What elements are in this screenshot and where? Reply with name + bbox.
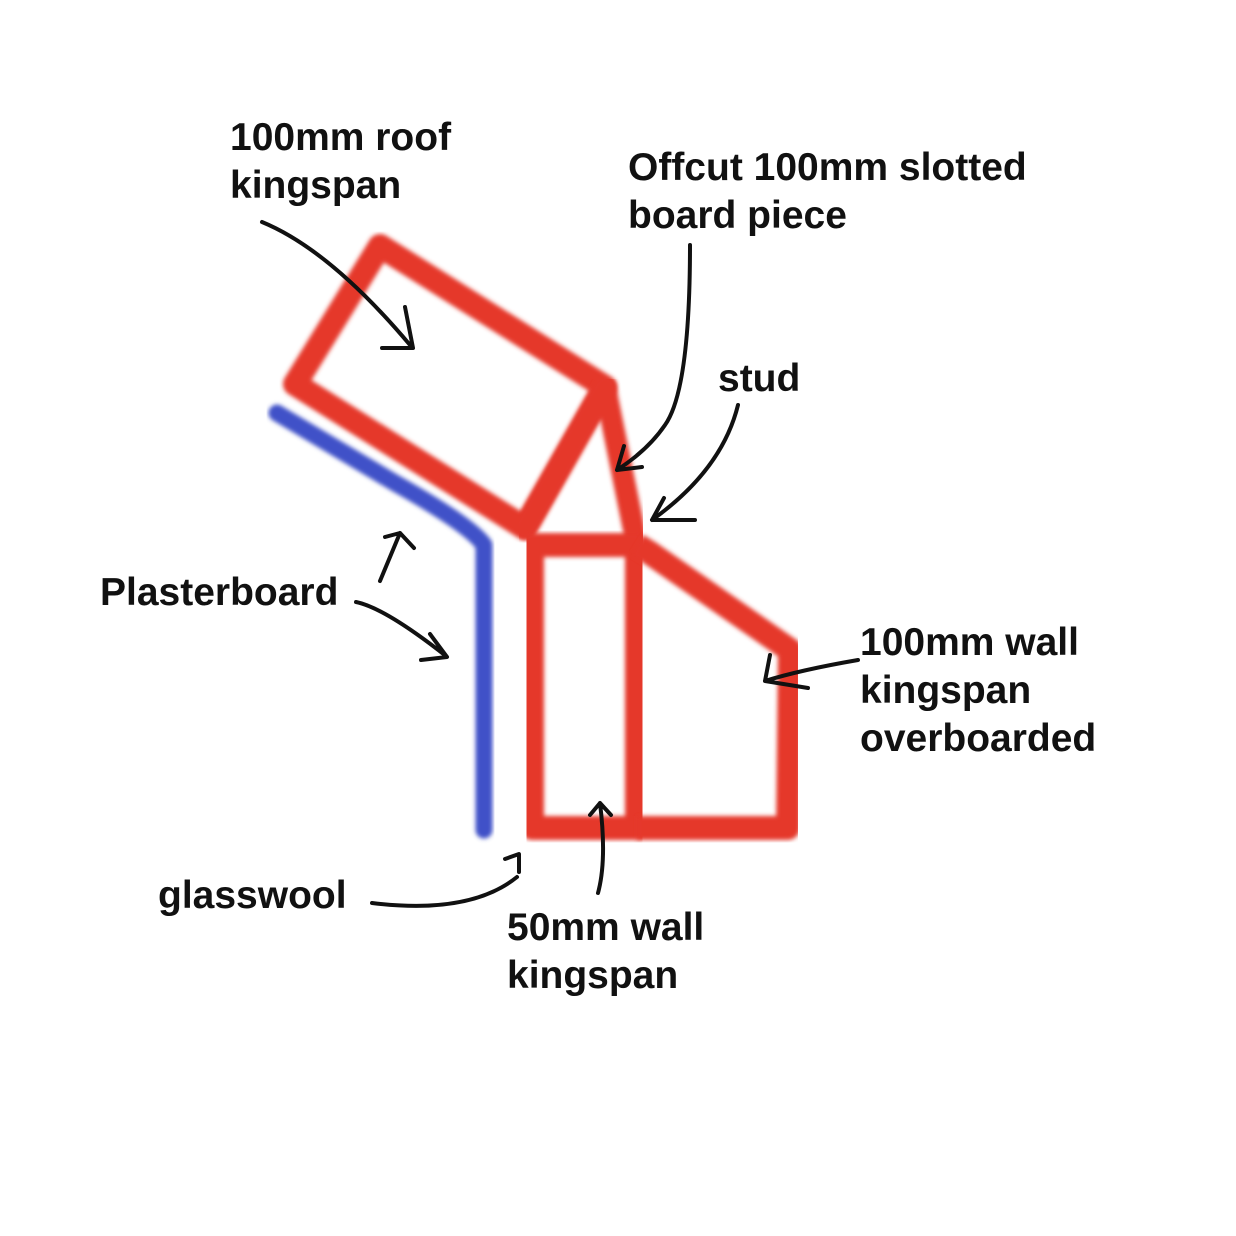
label-roof-kingspan-line2: kingspan — [230, 164, 402, 207]
arrow-roof-kingspan — [260, 220, 415, 350]
label-roof-kingspan-line1: 100mm roof — [230, 116, 452, 159]
arrow-glasswool — [370, 852, 521, 908]
wall-kingspan-100-shape — [630, 534, 802, 840]
arrow-offcut-board — [615, 243, 692, 472]
label-glasswool-text: glasswool — [158, 874, 347, 917]
label-roof-kingspan: 100mm roof kingspan — [230, 114, 451, 210]
arrow-stud — [650, 403, 740, 522]
label-plasterboard: Plasterboard — [100, 569, 338, 617]
label-plasterboard-text: Plasterboard — [100, 571, 339, 614]
label-wall-kingspan-50-line2: kingspan — [507, 954, 679, 997]
label-wall-kingspan-100-line3: overboarded — [860, 717, 1097, 760]
wall-kingspan-50-shape — [520, 533, 649, 840]
label-wall-kingspan-100-line1: 100mm wall — [860, 621, 1079, 664]
arrow-wall-kingspan-100 — [763, 653, 860, 690]
arrow-plasterboard-right — [354, 600, 449, 662]
label-offcut-board: Offcut 100mm slotted board piece — [628, 144, 1027, 240]
arrow-wall-kingspan-50 — [588, 801, 613, 895]
label-stud-text: stud — [718, 357, 801, 400]
label-offcut-board-line1: Offcut 100mm slotted — [628, 146, 1027, 189]
plasterboard-shape — [268, 404, 493, 839]
label-wall-kingspan-50: 50mm wall kingspan — [507, 904, 704, 1000]
label-wall-kingspan-100: 100mm wall kingspan overboarded — [860, 619, 1096, 763]
label-stud: stud — [718, 355, 800, 403]
label-glasswool: glasswool — [158, 872, 347, 920]
label-offcut-board-line2: board piece — [628, 194, 847, 237]
label-wall-kingspan-50-line1: 50mm wall — [507, 906, 705, 949]
label-wall-kingspan-100-line2: kingspan — [860, 669, 1032, 712]
arrow-plasterboard-up — [378, 531, 416, 583]
